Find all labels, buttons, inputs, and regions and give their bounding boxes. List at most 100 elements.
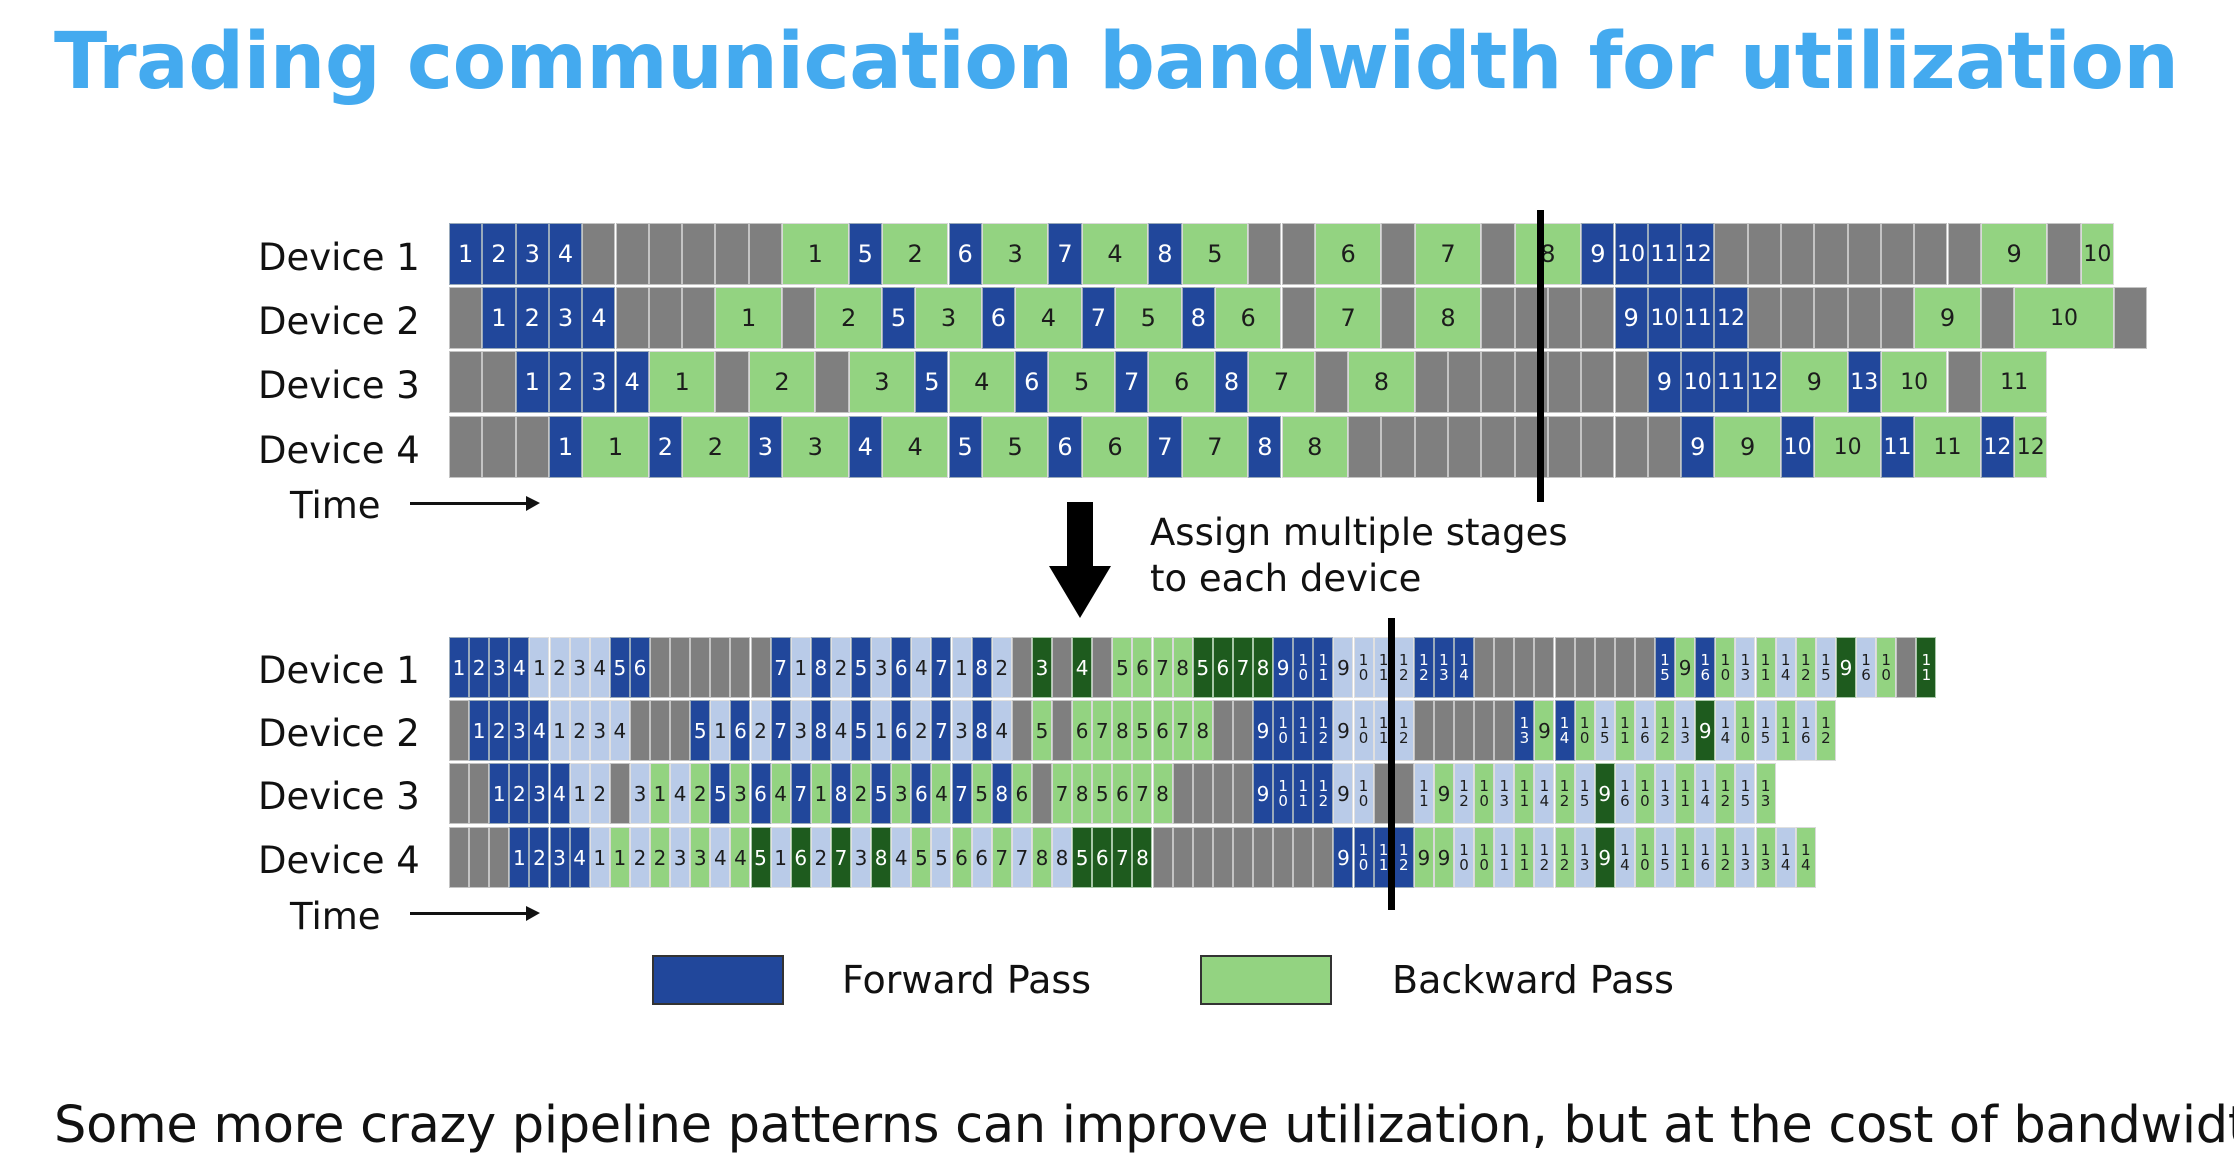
- forward-cell: 5: [710, 763, 731, 824]
- forward-cell: 7: [1081, 287, 1115, 349]
- backward-cell: 5: [1092, 763, 1113, 824]
- backward-cell: 9: [1781, 351, 1848, 413]
- backward-cell: 9: [1534, 700, 1555, 761]
- backward-cell: 9: [1433, 827, 1454, 888]
- backward-cell: 5: [911, 827, 932, 888]
- idle-cell: [1880, 287, 1915, 349]
- forward-cell: 1: [449, 637, 470, 698]
- forward-cell: 1: [469, 700, 490, 761]
- idle-cell: [1232, 827, 1253, 888]
- backward-cell: 8: [1514, 223, 1582, 285]
- forward-cell: 7: [770, 637, 791, 698]
- idle-cell: [1314, 351, 1349, 413]
- forward-cell: 5: [931, 827, 952, 888]
- forward-cell: 3: [851, 827, 872, 888]
- idle-cell: [1414, 351, 1448, 413]
- backward-cell: 6: [1011, 763, 1032, 824]
- backward-cell: 9: [1413, 827, 1434, 888]
- idle-cell: [1481, 351, 1515, 413]
- forward-cell: 9: [1273, 637, 1294, 698]
- idle-cell: [1947, 223, 1981, 285]
- forward-cell: 3: [582, 351, 616, 413]
- legend-backward-label: Backward Pass: [1392, 958, 1674, 1002]
- backward-cell: 6: [951, 827, 972, 888]
- idle-cell: [1481, 416, 1515, 478]
- backward-cell: 7: [1414, 223, 1482, 285]
- forward-cell: 12: [1980, 416, 2015, 478]
- legend-backward-swatch: [1200, 955, 1332, 1005]
- backward-cell: 3: [981, 223, 1049, 285]
- backward-cell: 5: [1048, 351, 1115, 413]
- forward-cell: 12: [1681, 223, 1715, 285]
- forward-cell: 1: [770, 827, 791, 888]
- forward-cell: 2: [830, 637, 851, 698]
- idle-cell: [1481, 287, 1515, 349]
- backward-cell: 8: [1253, 637, 1274, 698]
- idle-cell: [1281, 223, 1315, 285]
- forward-cell: 3: [629, 763, 650, 824]
- backward-cell: 7: [1314, 287, 1382, 349]
- forward-cell: 1: [589, 827, 610, 888]
- forward-cell: 2: [515, 287, 549, 349]
- idle-cell: [1433, 700, 1454, 761]
- backward-cell: 5: [750, 827, 771, 888]
- time-label: Time: [290, 484, 381, 527]
- backward-cell: 5: [1192, 637, 1213, 698]
- idle-cell: [1011, 637, 1032, 698]
- backward-cell: 6: [1132, 637, 1153, 698]
- idle-cell: [615, 223, 649, 285]
- forward-cell: 5: [871, 763, 892, 824]
- forward-cell: 5: [848, 223, 882, 285]
- backward-cell: 6: [790, 827, 811, 888]
- forward-cell: 4: [848, 416, 882, 478]
- backward-cell: 9: [1594, 763, 1615, 824]
- idle-cell: [650, 700, 671, 761]
- forward-cell: 7: [790, 763, 811, 824]
- idle-cell: [730, 637, 751, 698]
- backward-cell: 11: [1914, 416, 1981, 478]
- forward-cell: 2: [750, 700, 771, 761]
- forward-cell: 10: [1681, 351, 1715, 413]
- forward-cell: 8: [991, 763, 1012, 824]
- backward-cell: 8: [1348, 351, 1415, 413]
- forward-cell: 7: [931, 637, 952, 698]
- backward-cell: 8: [1172, 637, 1193, 698]
- legend-forward-label: Forward Pass: [842, 958, 1091, 1002]
- idle-cell: [1614, 416, 1648, 478]
- idle-cell: [629, 700, 650, 761]
- forward-cell: 6: [911, 763, 932, 824]
- forward-cell: 3: [951, 700, 972, 761]
- idle-cell: [1647, 416, 1682, 478]
- backward-cell: 8: [1281, 416, 1349, 478]
- backward-cell: 9: [1594, 827, 1615, 888]
- forward-cell: 7: [1148, 416, 1182, 478]
- idle-cell: [1947, 351, 1981, 413]
- idle-cell: [1914, 223, 1948, 285]
- forward-cell: 7: [931, 700, 952, 761]
- idle-cell: [1554, 637, 1575, 698]
- idle-cell: [1547, 351, 1582, 413]
- forward-cell: 7: [1011, 827, 1032, 888]
- forward-cell: 9: [1333, 700, 1354, 761]
- forward-cell: 6: [730, 700, 751, 761]
- idle-cell: [1172, 763, 1193, 824]
- forward-cell: 2: [991, 637, 1012, 698]
- idle-cell: [650, 637, 671, 698]
- idle-cell: [1152, 827, 1173, 888]
- idle-cell: [489, 827, 510, 888]
- idle-cell: [1847, 287, 1881, 349]
- forward-cell: 2: [469, 637, 490, 698]
- backward-cell: 7: [991, 827, 1012, 888]
